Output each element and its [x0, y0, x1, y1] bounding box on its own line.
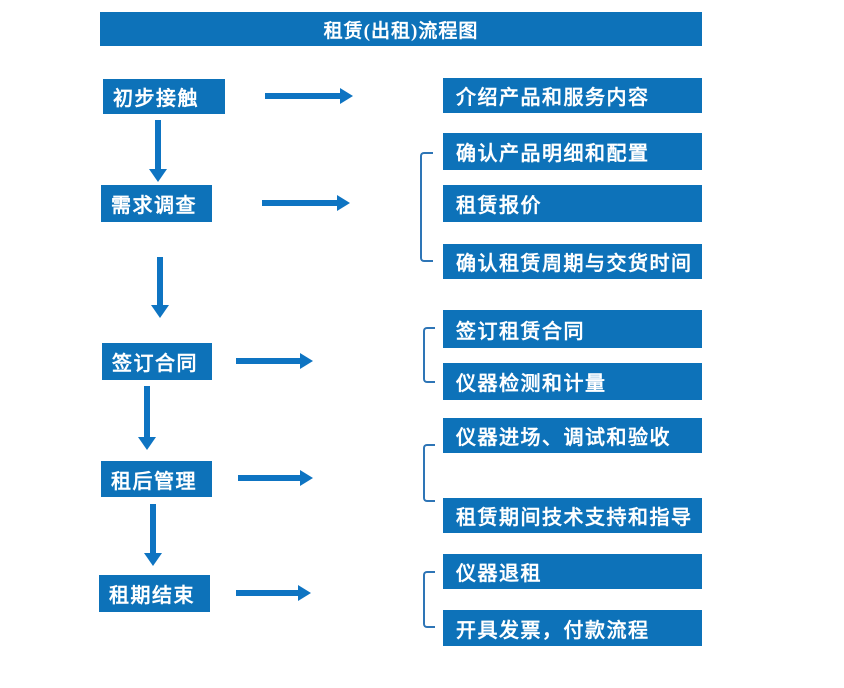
step-box-post-rental-management: 租后管理	[101, 461, 212, 497]
output-box: 确认产品明细和配置	[443, 133, 702, 170]
right-arrow	[265, 88, 353, 104]
flowchart-title: 租赁(出租)流程图	[100, 12, 702, 46]
right-arrow	[236, 585, 311, 601]
group-bracket	[423, 444, 435, 502]
output-box: 确认租赁周期与交货时间	[443, 244, 702, 279]
output-box: 介绍产品和服务内容	[443, 78, 702, 113]
step-box-demand-survey: 需求调查	[101, 185, 212, 222]
output-box: 签订租赁合同	[443, 310, 702, 348]
group-bracket	[423, 571, 435, 628]
down-arrow	[149, 120, 167, 182]
step-box-sign-contract: 签订合同	[102, 343, 212, 380]
output-box: 仪器退租	[443, 554, 702, 589]
group-bracket	[423, 327, 435, 383]
output-box: 租赁报价	[443, 185, 702, 222]
group-bracket	[420, 152, 433, 262]
down-arrow	[144, 504, 162, 566]
output-box: 仪器检测和计量	[443, 363, 702, 400]
output-box: 仪器进场、调试和验收	[443, 418, 702, 453]
output-box: 开具发票，付款流程	[443, 610, 702, 646]
output-box: 租赁期间技术支持和指导	[443, 498, 702, 533]
down-arrow	[138, 386, 156, 450]
down-arrow	[151, 257, 169, 318]
step-box-rental-end: 租期结束	[99, 575, 210, 612]
right-arrow	[236, 353, 313, 369]
right-arrow	[238, 470, 313, 486]
right-arrow	[262, 195, 350, 211]
step-box-initial-contact: 初步接触	[103, 79, 225, 114]
